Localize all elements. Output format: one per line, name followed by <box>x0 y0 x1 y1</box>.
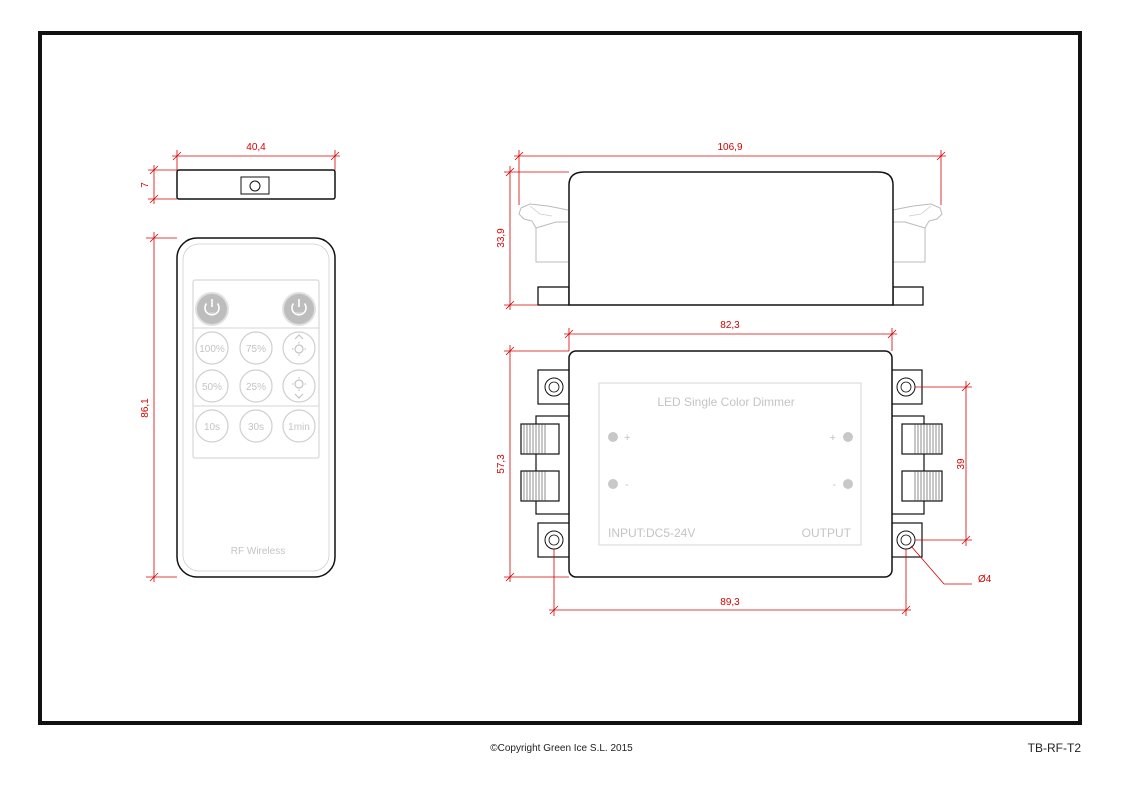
drawing-frame <box>38 31 1082 725</box>
dimension-hole-spacing-vertical <box>915 381 972 546</box>
dimension-hole-spacing-horizontal <box>549 549 911 616</box>
dimension-label-dimmer-depth: 57,3 <box>496 454 507 474</box>
power-on-button[interactable]: ON <box>195 292 229 326</box>
remote-front-view <box>176 237 336 578</box>
power-icon <box>204 299 220 316</box>
dimension-label-hole-spacing-horizontal: 89,3 <box>720 597 740 608</box>
dimension-label-dimmer-length: 106,9 <box>717 142 742 153</box>
input-minus-terminal <box>608 479 618 489</box>
button-50-percent[interactable]: 50% <box>195 369 229 403</box>
dimension-label-dimmer-body-width: 82,3 <box>720 320 740 331</box>
svg-text:75%: 75% <box>246 344 266 355</box>
dimension-label-remote-height: 86,1 <box>140 398 151 418</box>
dimension-label-remote-thickness: 7 <box>140 182 151 188</box>
output-minus-terminal <box>843 479 853 489</box>
dimmer-side-view <box>518 171 943 306</box>
svg-text:100%: 100% <box>199 344 225 355</box>
dimension-dimmer-height <box>504 166 569 310</box>
dimension-dimmer-depth <box>504 345 569 582</box>
dimension-label-hole-spacing-vertical: 39 <box>956 458 967 470</box>
dimension-dimmer-length <box>514 150 946 205</box>
power-off-button[interactable]: OFF <box>282 292 316 326</box>
brightness-down-icon <box>292 377 306 399</box>
dimmer-label-panel <box>598 382 862 546</box>
remote-inner-outline <box>182 243 330 572</box>
dimension-remote-height <box>146 232 177 582</box>
document-id: TB-RF-T2 <box>1027 741 1081 755</box>
keypad-panel <box>192 279 320 459</box>
power-on-label: ON <box>209 311 215 316</box>
input-voltage-label: INPUT:DC5-24V <box>608 526 695 540</box>
dimension-hole-diameter-leader <box>910 545 972 585</box>
svg-text:1min: 1min <box>288 422 310 433</box>
brightness-up-icon <box>292 334 306 356</box>
svg-text:10s: 10s <box>204 422 220 433</box>
button-30s[interactable]: 30s <box>239 409 273 443</box>
output-label: OUTPUT <box>802 526 852 540</box>
copyright-text: ©Copyright Green Ice S.L. 2015 <box>490 743 633 754</box>
dimmer-housing <box>568 350 893 578</box>
output-plus-label: + <box>830 432 836 444</box>
svg-text:30s: 30s <box>248 422 264 433</box>
dimension-label-dimmer-height: 33,9 <box>496 228 507 248</box>
power-icon <box>291 299 307 316</box>
button-100-percent[interactable]: 100% <box>195 331 229 365</box>
svg-text:25%: 25% <box>246 382 266 393</box>
dimension-remote-thickness <box>148 165 177 204</box>
button-75-percent[interactable]: 75% <box>239 331 273 365</box>
output-plus-terminal <box>843 432 853 442</box>
remote-body <box>176 237 336 578</box>
input-minus-label: - <box>625 479 629 491</box>
output-minus-label: - <box>832 479 836 491</box>
dimmer-top-view <box>520 350 943 578</box>
input-plus-terminal <box>608 432 618 442</box>
input-plus-label: + <box>624 432 630 444</box>
power-off-label: OFF <box>295 311 304 316</box>
remote-brand-label: RF Wireless <box>231 546 285 557</box>
dimension-label-hole-diameter: Ø4 <box>978 574 992 585</box>
svg-text:50%: 50% <box>202 382 222 393</box>
brightness-up-button[interactable] <box>282 331 316 365</box>
dimmer-title: LED Single Color Dimmer <box>657 395 794 409</box>
dimension-dimmer-body-width <box>564 328 897 351</box>
dimension-remote-width <box>172 150 340 170</box>
remote-side-view <box>176 169 336 200</box>
button-10s[interactable]: 10s <box>195 409 229 443</box>
brightness-down-button[interactable] <box>282 369 316 403</box>
button-25-percent[interactable]: 25% <box>239 369 273 403</box>
dimension-label-remote-width: 40,4 <box>246 142 266 153</box>
button-1min[interactable]: 1min <box>282 409 316 443</box>
